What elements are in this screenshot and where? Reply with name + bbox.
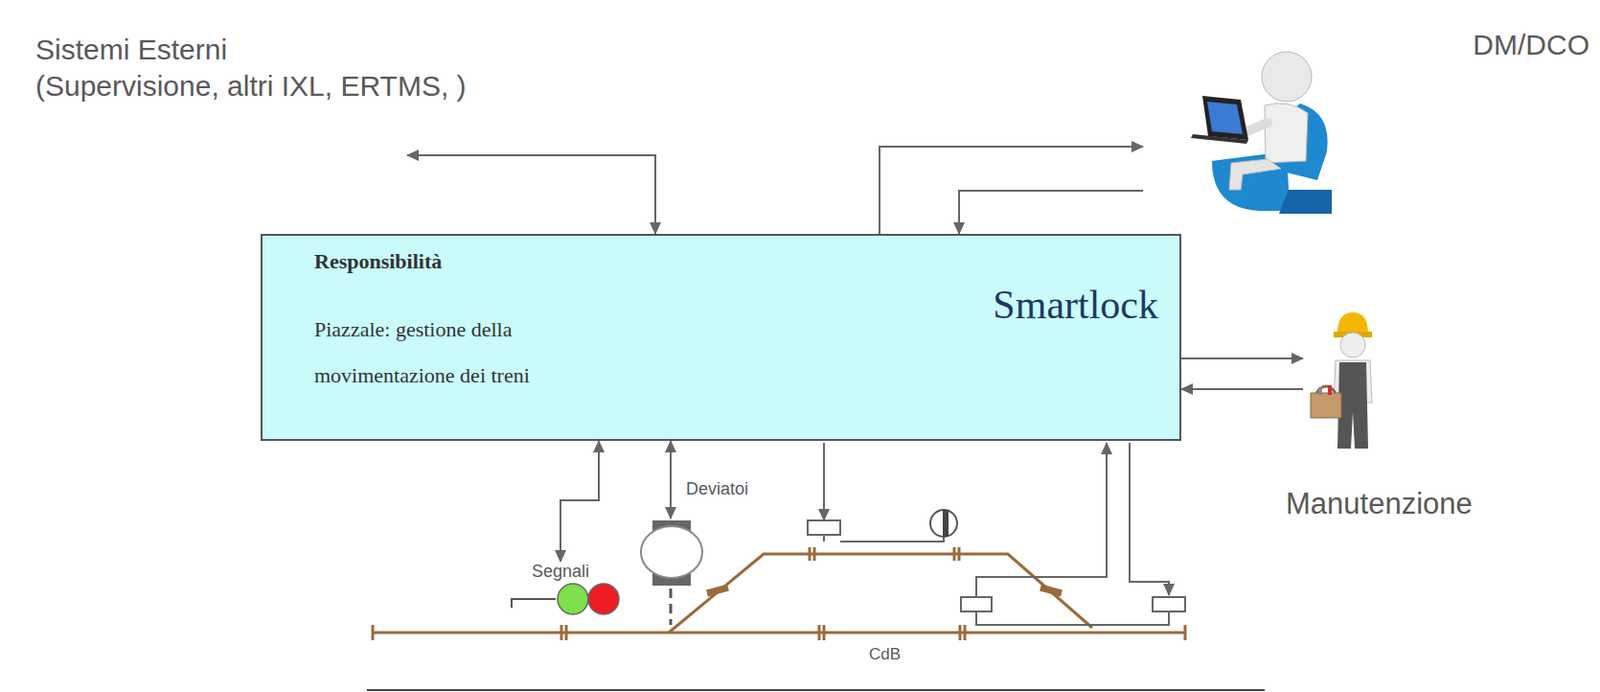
- operator-label: DM/DCO: [1472, 28, 1590, 62]
- person-icon: [1306, 306, 1390, 453]
- maintenance-node: Manutenzione: [1285, 304, 1545, 540]
- icon: [639, 518, 705, 588]
- external-list: (Supervisione, altri IXL, ERTMS, ): [35, 68, 467, 105]
- person-icon: [1173, 45, 1358, 219]
- connector: [669, 440, 672, 519]
- connector: [959, 190, 1143, 234]
- signal-label: Segnali: [530, 561, 591, 582]
- signal-symbol: [509, 580, 625, 619]
- connector: [560, 440, 599, 562]
- point-machine-symbol: [639, 518, 705, 588]
- track-circuit-label: CdB: [867, 644, 903, 664]
- maintenance-label: Manutenzione: [1285, 486, 1473, 522]
- signal-node: Segnali: [526, 561, 644, 619]
- box-heading: Responsibilità: [314, 249, 442, 275]
- point-label: Deviatoi: [685, 479, 749, 500]
- external-title: Sistemi Esterni: [35, 31, 467, 69]
- external-systems: Sistemi Esterni(Supervisione, altri IXL,…: [35, 31, 467, 105]
- connector: [879, 146, 1143, 234]
- connector: [1181, 357, 1303, 360]
- system-box: ResponsibilitàPiazzale: gestione della m…: [260, 233, 1182, 441]
- system-name: Smartlock: [992, 281, 1159, 328]
- box-body: Piazzale: gestione della movimentazione …: [314, 306, 602, 399]
- point-machine-node: Deviatoi: [639, 518, 705, 588]
- connector: [407, 155, 656, 234]
- connector: [1181, 388, 1303, 390]
- operator-node: DM/DCO: [1144, 19, 1596, 221]
